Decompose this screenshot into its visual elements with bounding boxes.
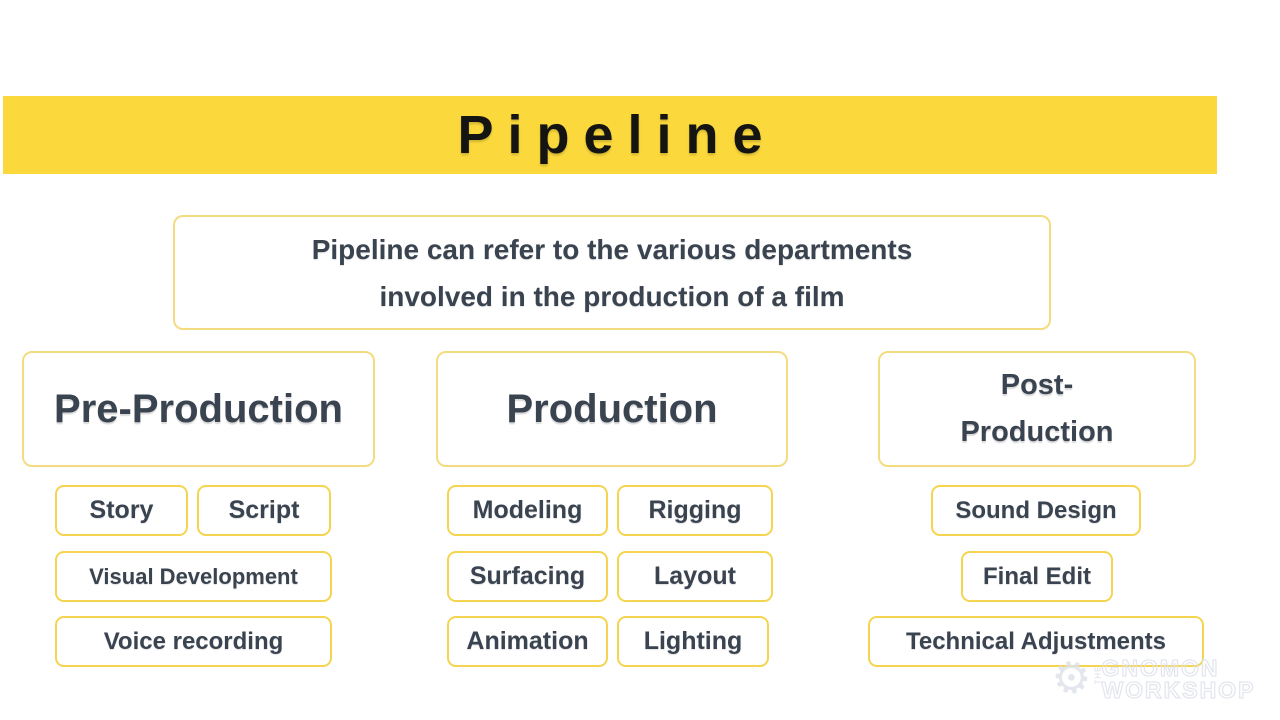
stage-box-voice-recording: Voice recording bbox=[55, 616, 332, 667]
stage-box-layout: Layout bbox=[617, 551, 773, 602]
column-header-post-production: Post- Production bbox=[878, 351, 1196, 467]
title-banner: Pipeline bbox=[3, 96, 1217, 174]
stage-box-technical-adjustments: Technical Adjustments bbox=[868, 616, 1204, 667]
stage-box-script: Script bbox=[197, 485, 331, 536]
stage-box-surfacing: Surfacing bbox=[447, 551, 608, 602]
column-header-production: Production bbox=[436, 351, 788, 467]
column-header-label: Production bbox=[506, 386, 718, 431]
column-header-label: Pre-Production bbox=[54, 386, 343, 431]
description-line: involved in the production of a film bbox=[379, 280, 845, 312]
description-line: Pipeline can refer to the various depart… bbox=[311, 233, 913, 265]
stage-box-sound-design: Sound Design bbox=[931, 485, 1141, 536]
watermark-the-label: THE bbox=[1093, 665, 1103, 684]
stage-box-visual-development: Visual Development bbox=[55, 551, 332, 602]
description-box: Pipeline can refer to the various depart… bbox=[173, 215, 1051, 330]
stage-box-final-edit: Final Edit bbox=[961, 551, 1113, 602]
stage-box-rigging: Rigging bbox=[617, 485, 773, 536]
stage-box-lighting: Lighting bbox=[617, 616, 769, 667]
column-header-pre-production: Pre-Production bbox=[22, 351, 375, 467]
stage-box-modeling: Modeling bbox=[447, 485, 608, 536]
stage-box-animation: Animation bbox=[447, 616, 608, 667]
slide-title: Pipeline bbox=[457, 105, 777, 165]
column-header-label-line: Post- bbox=[1000, 369, 1074, 401]
watermark-line-workshop: WORKSHOP bbox=[1101, 677, 1256, 703]
stage-box-story: Story bbox=[55, 485, 188, 536]
column-header-label-line: Production bbox=[960, 416, 1114, 448]
